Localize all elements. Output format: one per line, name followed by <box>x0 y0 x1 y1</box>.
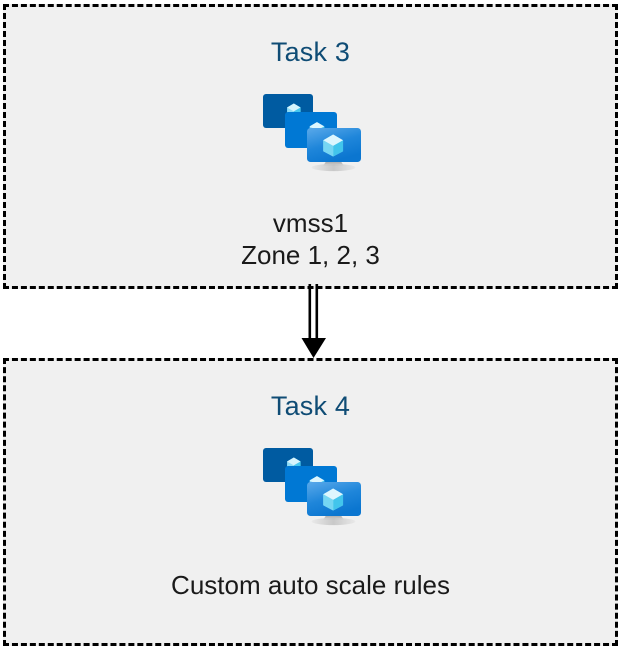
task-node-task-3[interactable]: Task 3 <box>3 4 618 289</box>
task-node-task-4[interactable]: Task 4 <box>3 358 618 646</box>
task-3-caption: vmss1 Zone 1, 2, 3 <box>241 208 380 270</box>
connector-task3-to-task4 <box>301 284 326 358</box>
task-4-heading: Task 4 <box>270 391 351 421</box>
vmss-icon <box>262 94 361 172</box>
task-4-caption: Custom auto scale rules <box>171 570 450 600</box>
vmss-icon <box>262 448 361 526</box>
task-3-heading: Task 3 <box>270 37 351 67</box>
